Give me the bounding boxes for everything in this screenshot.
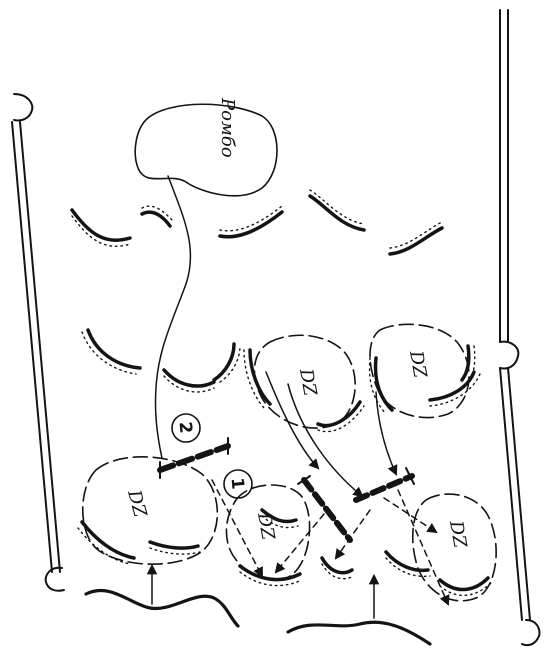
assembly-area-outline [134,103,278,197]
drop-zone-5: DZ [411,493,497,602]
ridge-18 [384,550,431,578]
drop-zone-4: DZ [369,323,470,419]
movement-arrows [146,371,450,619]
terrain-ridges [70,189,493,596]
phase-line-center [297,475,353,543]
route-from-dz3 [287,383,364,498]
arrow-to-dz1 [211,479,263,578]
phase-line-right [353,467,415,503]
ridge-7 [162,368,216,393]
ridge-16 [238,564,303,587]
arrow-to-dz5 [397,489,450,606]
marker-1: 1 [223,469,253,499]
arrow-to-dz2 [274,513,325,574]
ridge-1 [70,208,132,247]
route-from-dz4 [375,391,398,476]
ridge-12 [428,370,481,407]
marker-2: 2 [171,413,201,443]
ridge-3 [218,205,284,239]
marker-label: 1 [227,477,248,491]
drop-zone-3: DZ [253,334,356,429]
ridge-20 [260,508,299,529]
ridge-10 [316,400,365,433]
ridge-8 [212,342,241,383]
route-from-dz3b [265,371,320,470]
drop-zone-2: DZ [225,484,311,581]
drop-zone-label: DZ [123,487,151,520]
ridge-15 [148,540,201,555]
arrow-cross-1 [334,509,371,560]
drop-zone-label: DZ [405,348,431,380]
ridge-6 [81,328,142,375]
left-boundary-line [11,93,65,592]
arrow-cross-2 [383,497,438,534]
approach-line-left [84,588,240,628]
marker-label: 2 [175,421,196,435]
approach-line-right [286,620,432,646]
main-route-line [154,175,192,459]
drop-zone-label: DZ [295,366,321,398]
ridge-4 [308,189,366,232]
drop-zone-label: DZ [253,510,279,542]
ridge-14 [77,520,136,565]
ridge-11 [368,356,394,415]
ridge-2 [140,205,173,228]
phase-line-left [157,437,231,479]
ridge-17 [320,556,355,580]
assembly-area-label: Ромбо [217,97,238,158]
right-boundary-line [499,9,541,647]
ridge-19 [438,576,493,596]
ridge-5 [388,221,444,256]
drop-zone-label: DZ [445,518,471,550]
